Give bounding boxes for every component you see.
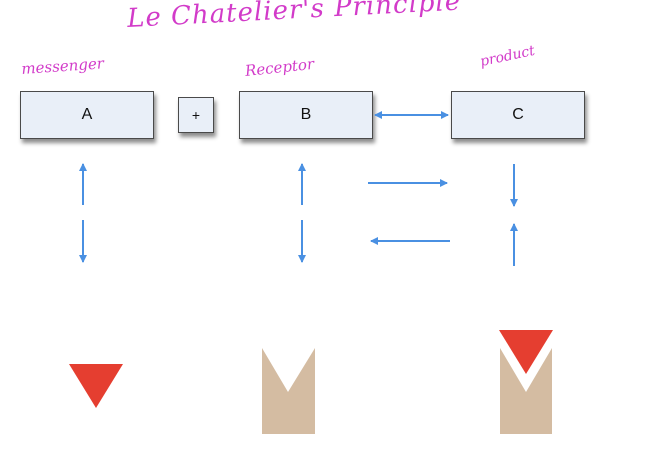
box-c-label: C — [512, 106, 524, 123]
box-c: C — [451, 91, 585, 139]
product-red-triangle — [499, 330, 553, 374]
box-b-label: B — [300, 106, 312, 123]
messenger-red-triangle — [69, 364, 123, 408]
product-tan-shape — [500, 348, 552, 434]
receptor-tan-shape — [262, 348, 315, 434]
plus-label: + — [191, 107, 201, 123]
box-b: B — [239, 91, 373, 139]
plus-box: + — [178, 97, 214, 133]
box-a-label: A — [81, 106, 93, 123]
box-a: A — [20, 91, 154, 139]
